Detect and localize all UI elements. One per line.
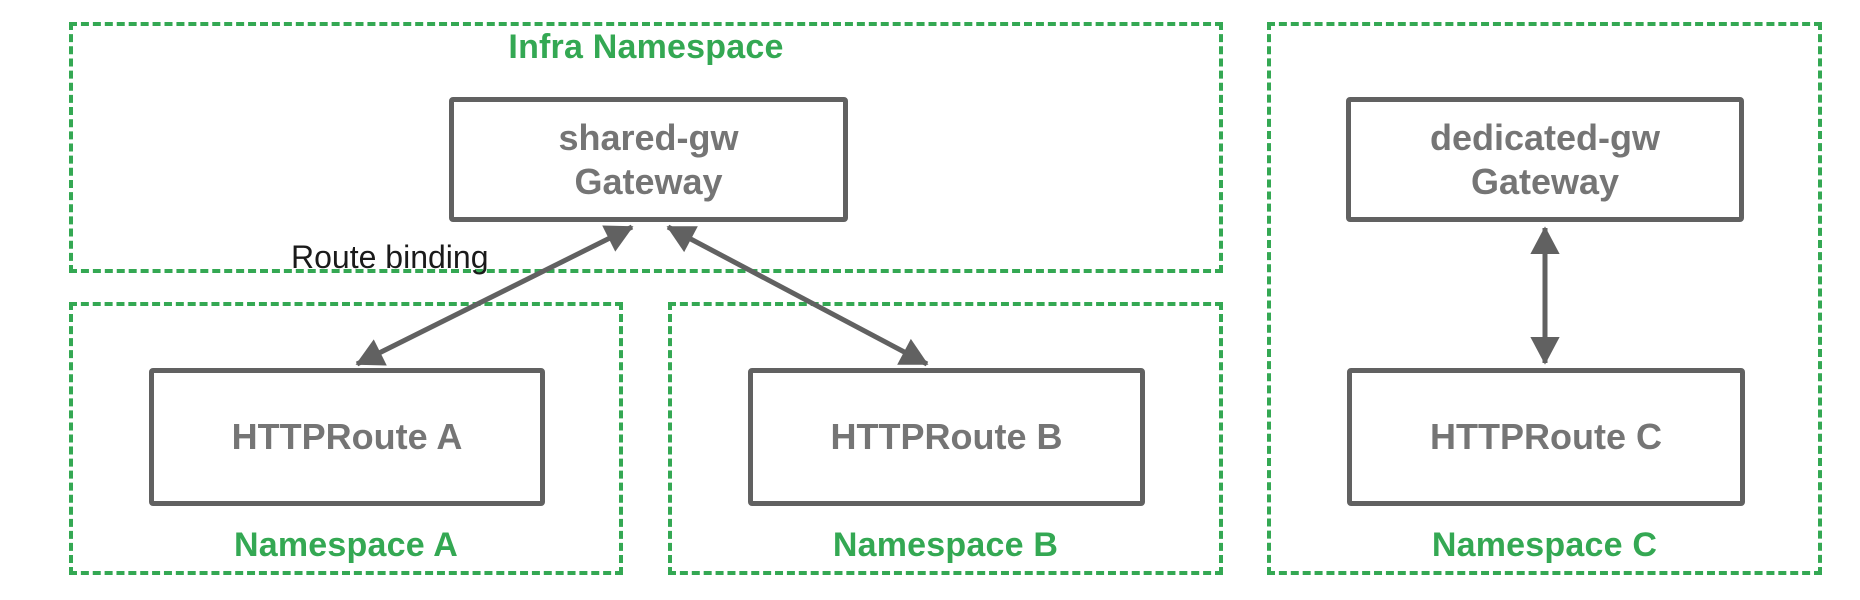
dedicated-gw-gateway-name: dedicated-gw [1429, 116, 1661, 158]
shared-gw-gateway-node: shared-gw Gateway [449, 97, 848, 222]
infra-namespace-label: Infra Namespace [508, 28, 784, 66]
httproute-a-node: HTTPRoute A [149, 368, 545, 506]
route-binding-annotation: Route binding [291, 239, 489, 275]
namespace-b-box: Namespace B [668, 302, 1223, 575]
route-binding-arrow-a [355, 224, 634, 367]
httproute-b-node: HTTPRoute B [748, 368, 1145, 506]
dedicated-gw-gateway-kind: Gateway [1470, 160, 1620, 202]
namespace-c-label: Namespace C [1431, 526, 1658, 564]
shared-gw-gateway-name: shared-gw [558, 116, 739, 158]
httproute-c-node: HTTPRoute C [1347, 368, 1745, 506]
namespace-c-box: Namespace C [1267, 22, 1822, 575]
namespace-b-label: Namespace B [832, 526, 1059, 564]
dedicated-gw-gateway-node: dedicated-gw Gateway [1346, 97, 1744, 222]
httproute-a-label: HTTPRoute A [231, 416, 463, 458]
route-binding-arrow-b [666, 224, 929, 367]
namespace-a-box: Namespace A [69, 302, 623, 575]
httproute-c-label: HTTPRoute C [1430, 416, 1662, 458]
httproute-b-label: HTTPRoute B [830, 416, 1063, 458]
shared-gw-gateway-kind: Gateway [574, 160, 723, 202]
namespace-a-label: Namespace A [234, 526, 458, 564]
infra-namespace-box: Infra Namespace [69, 22, 1223, 273]
